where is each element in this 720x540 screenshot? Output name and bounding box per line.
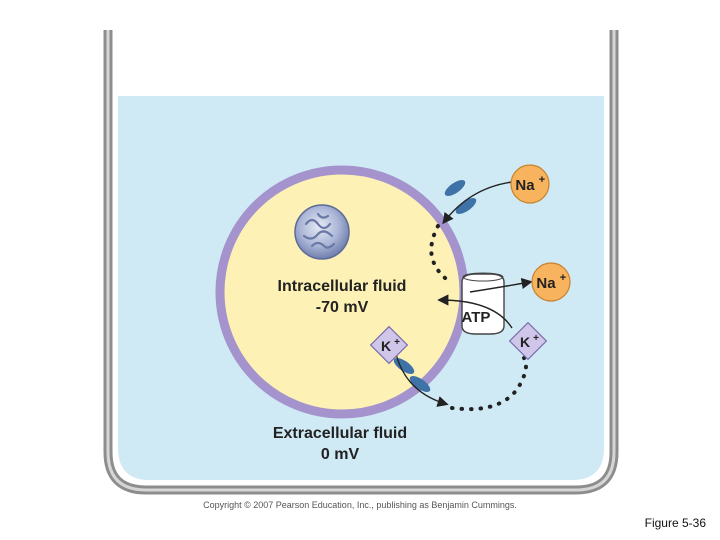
na-ion-outside-right: Na + xyxy=(531,262,571,302)
na-ion-outside-top: Na + xyxy=(510,164,550,204)
charge-sign: + xyxy=(394,337,400,348)
charge-sign: + xyxy=(533,333,539,344)
intracellular-potential: -70 mV xyxy=(316,299,369,316)
charge-sign: + xyxy=(560,272,566,284)
k-leak-arrow xyxy=(395,353,449,407)
figure-label: Figure 5-36 xyxy=(644,516,706,530)
extracellular-potential: 0 mV xyxy=(321,446,360,463)
intracellular-fluid-title: Intracellular fluid xyxy=(278,278,407,295)
na-leak-arrow xyxy=(442,181,513,225)
na-ion-label: Na xyxy=(515,177,535,194)
k-ion-label: K xyxy=(381,338,391,354)
atp-label: ATP xyxy=(462,309,491,326)
pump-k-in-arrow xyxy=(437,294,513,329)
k-ion-inside: K + xyxy=(369,325,409,365)
charge-sign: + xyxy=(539,174,545,186)
na-ion-label: Na xyxy=(536,275,556,292)
pump-na-out-arrow xyxy=(469,277,533,293)
na-k-pump xyxy=(461,272,505,335)
na-channel xyxy=(444,179,477,215)
na-diffusion-path xyxy=(429,224,452,284)
nucleus xyxy=(294,204,350,260)
k-ion-outside: K + xyxy=(508,321,548,361)
extracellular-fluid-title: Extracellular fluid xyxy=(273,425,407,442)
k-ion-label: K xyxy=(520,334,530,350)
k-diffusion-path xyxy=(450,356,528,412)
copyright-notice: Copyright © 2007 Pearson Education, Inc.… xyxy=(203,500,517,510)
